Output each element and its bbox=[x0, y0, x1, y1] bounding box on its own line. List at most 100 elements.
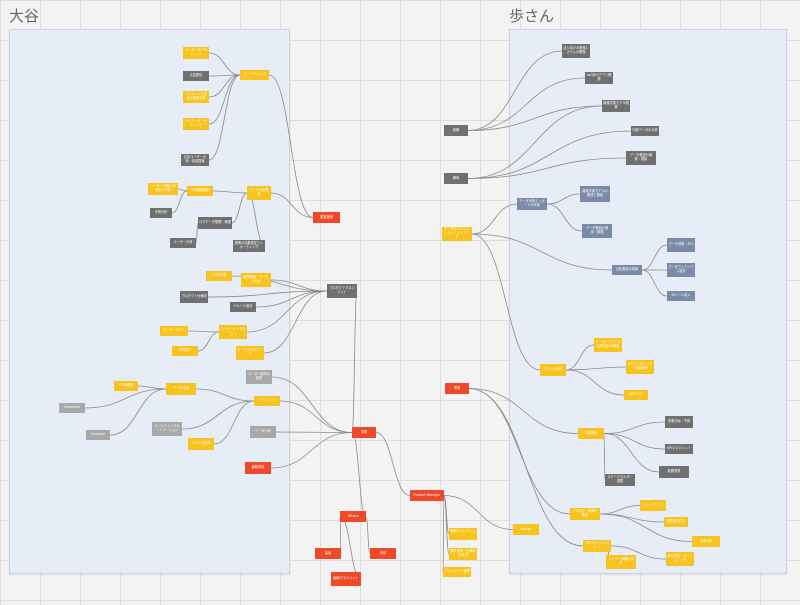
mindmap-node-r-b2[interactable]: 事業計画・予算 bbox=[665, 416, 693, 428]
mindmap-node-r-g2[interactable]: グロース施策 bbox=[540, 364, 566, 376]
mindmap-node-l-b1[interactable]: ユーザー動向の調査 bbox=[246, 370, 272, 384]
mindmap-node-l-s5[interactable]: ユーザーテスト bbox=[160, 326, 188, 336]
mindmap-node-l-m2[interactable]: 分析基盤構築 bbox=[187, 186, 213, 196]
mindmap-node-r-b1[interactable]: 事業推進 bbox=[578, 428, 604, 439]
mindmap-node-r-h1[interactable]: 経験 bbox=[444, 125, 468, 136]
mindmap-node-r-b6[interactable]: プロダクト戦略の策定 bbox=[570, 508, 600, 520]
mindmap-node-l-m1[interactable]: ユーザー行動の可視化と分析 bbox=[148, 183, 178, 195]
mindmap-node-l-b6[interactable]: マーケティングオートメーション bbox=[152, 422, 182, 436]
mindmap-node-r-b11[interactable]: ユーザー体験の設計 bbox=[606, 555, 636, 569]
mindmap-node-l-s1[interactable]: UI/UX改善 bbox=[206, 271, 232, 281]
mindmap-node-label: ABテスト bbox=[629, 392, 643, 397]
mindmap-node-l-s4[interactable]: ペルソナ設計 bbox=[230, 302, 256, 312]
mindmap-node-l-m7[interactable]: 施策の効果測定とレポーティング bbox=[233, 240, 265, 252]
mindmap-node-r-t3[interactable]: 機械学習モデル開発 bbox=[602, 100, 630, 112]
mindmap-node-r-t4[interactable]: 行動データの分析 bbox=[631, 126, 659, 136]
mindmap-node-l-top1[interactable]: ユーザーのプロフィール bbox=[183, 47, 209, 59]
connector-line bbox=[137, 385, 167, 390]
mindmap-node-l-b9[interactable]: データ分析 bbox=[250, 426, 276, 438]
mindmap-node-l-m5[interactable]: ログデータ整理・管理 bbox=[198, 217, 232, 229]
mindmap-node-l-top5[interactable]: 広告ユーザー分析・改善提案 bbox=[181, 154, 209, 166]
mindmap-node-label: 採用 bbox=[324, 550, 332, 555]
connector-line bbox=[351, 290, 358, 433]
connector-line bbox=[467, 105, 603, 131]
mindmap-node-l-b5[interactable]: HubSpot bbox=[86, 430, 110, 440]
mindmap-node-label: データ基盤の運用・管理 bbox=[585, 226, 609, 234]
mindmap-node-label: データドリブンな意思決定の推進 bbox=[595, 340, 621, 348]
left-panel bbox=[9, 29, 290, 574]
mindmap-node-l-top2[interactable]: 広告配信 bbox=[183, 71, 209, 81]
mindmap-node-c-center[interactable]: 事業 bbox=[352, 427, 376, 438]
mindmap-node-c-d3[interactable]: 組織マネジメント bbox=[331, 572, 361, 586]
mindmap-node-l-s6[interactable]: ユーザーインタビュー bbox=[219, 325, 247, 339]
connector-line bbox=[599, 505, 641, 515]
mindmap-node-r-t1[interactable]: 法人向けの業務システムの開発 bbox=[562, 44, 590, 58]
mindmap-node-r-m1[interactable]: データ分析とレポートの作成 bbox=[517, 198, 547, 210]
mindmap-node-label: 集客施策 bbox=[320, 214, 333, 219]
connector-line bbox=[599, 513, 693, 542]
mindmap-node-l-m4[interactable]: 予測分析 bbox=[150, 208, 172, 218]
connector-line bbox=[213, 400, 255, 445]
mindmap-node-l-s8[interactable]: サービスのグロース bbox=[236, 346, 264, 360]
mindmap-node-label: 競合調査・ポジショニング bbox=[667, 554, 693, 562]
mindmap-node-r-b8[interactable]: 優先順位付け bbox=[664, 517, 688, 527]
mindmap-node-l-b7[interactable]: メルマガ施策 bbox=[188, 438, 214, 450]
mindmap-node-label: ロードマップ bbox=[643, 502, 663, 507]
connector-line bbox=[443, 495, 450, 555]
mindmap-node-r-ml[interactable]: データサイエンティスト・エンジニア bbox=[442, 227, 472, 241]
mindmap-node-l-b8[interactable]: リテンション bbox=[254, 396, 280, 406]
connector-line bbox=[599, 513, 665, 523]
connector-line bbox=[467, 105, 603, 179]
mindmap-node-c-d2[interactable]: 育成 bbox=[370, 548, 396, 559]
mindmap-node-r-b10[interactable]: プロダクトマネジメント bbox=[583, 540, 611, 552]
mindmap-node-l-b2[interactable]: CRM施策 bbox=[114, 381, 138, 391]
mindmap-node-l-s7[interactable]: KPI設計 bbox=[172, 346, 198, 356]
mindmap-node-r-g3[interactable]: KPIモニタリングと改善提案 bbox=[626, 360, 654, 374]
mindmap-node-r-b5[interactable]: ステークホルダー調整 bbox=[605, 474, 635, 486]
mindmap-node-label: BIツール導入 bbox=[671, 293, 691, 298]
mindmap-node-l-b3[interactable]: データ活用 bbox=[166, 383, 196, 395]
mindmap-node-r-m3[interactable]: データ基盤の運用・管理 bbox=[582, 224, 612, 238]
mindmap-node-c-r4[interactable]: Design bbox=[513, 524, 539, 535]
mindmap-node-r-b7[interactable]: ロードマップ bbox=[640, 500, 666, 511]
mindmap-node-r-m7[interactable]: BIツール導入 bbox=[667, 291, 695, 301]
mindmap-node-c-r3[interactable]: プロジェクト管理 bbox=[443, 567, 471, 577]
mindmap-node-l-top4[interactable]: ハイパーターゲティング bbox=[183, 118, 209, 130]
mindmap-node-r-t5[interactable]: データ基盤の構築・運用 bbox=[626, 151, 656, 165]
mindmap-node-r-m5[interactable]: データ収集・ETL bbox=[667, 238, 695, 252]
mindmap-node-l-s3[interactable]: プロダクト仕様書 bbox=[180, 291, 208, 303]
mindmap-node-l-sHub[interactable]: プロダクトマネジメント bbox=[327, 284, 357, 298]
mindmap-node-l-s2[interactable]: 新規機能・サービス企画 bbox=[241, 273, 271, 287]
connector-line bbox=[207, 290, 328, 298]
connector-line bbox=[471, 203, 518, 235]
mindmap-node-r-m4[interactable]: 分析基盤の構築 bbox=[612, 265, 642, 275]
mindmap-node-l-top3[interactable]: リスティング広告の運用改善 bbox=[183, 91, 209, 103]
mindmap-node-l-m3[interactable]: データ分析基盤 bbox=[247, 186, 271, 200]
mindmap-node-r-g4[interactable]: ABテスト bbox=[624, 390, 648, 400]
mindmap-node-label: 法人向けの業務システムの開発 bbox=[563, 46, 589, 54]
mindmap-node-r-b3[interactable]: KPIマネジメント bbox=[665, 444, 693, 454]
mindmap-node-r-b9[interactable]: 市場分析 bbox=[692, 536, 720, 547]
mindmap-node-r-m6[interactable]: データウェアハウス設計 bbox=[667, 263, 695, 277]
mindmap-node-c-d1[interactable]: 採用 bbox=[315, 548, 341, 559]
mindmap-node-label: ユーザーのプロフィール bbox=[184, 48, 208, 56]
mindmap-node-r-t2[interactable]: toC向けアプリ開発 bbox=[585, 72, 613, 84]
mindmap-node-r-h2[interactable]: 興味 bbox=[444, 173, 468, 184]
mindmap-node-c-r2[interactable]: 要件定義・仕様書の作成 bbox=[449, 548, 477, 560]
mindmap-node-l-b10[interactable]: 顧客育成 bbox=[245, 462, 271, 474]
mindmap-node-r-red[interactable]: 事業 bbox=[445, 383, 469, 394]
mindmap-node-l-m6[interactable]: ユーザー分析 bbox=[170, 238, 196, 248]
mindmap-node-c-r1[interactable]: 開発ディレクション bbox=[449, 528, 477, 540]
mindmap-node-r-m2[interactable]: 機械学習モデルの開発と運用 bbox=[580, 186, 610, 202]
mindmap-node-l-redHub[interactable]: 集客施策 bbox=[313, 212, 340, 223]
connector-line bbox=[212, 190, 248, 194]
mindmap-node-c-right[interactable]: Product Manager bbox=[410, 490, 444, 501]
mindmap-node-r-b4[interactable]: 新規事業 bbox=[659, 466, 689, 478]
mindmap-node-r-g1[interactable]: データドリブンな意思決定の推進 bbox=[594, 338, 622, 352]
mindmap-node-r-b12[interactable]: 競合調査・ポジショニング bbox=[666, 552, 694, 566]
mindmap-node-l-b4[interactable]: Salesforce bbox=[59, 403, 85, 413]
mindmap-node-l-topHub[interactable]: マーケティング bbox=[240, 70, 269, 80]
mindmap-node-label: 新規事業 bbox=[667, 469, 681, 474]
connector-line bbox=[471, 233, 541, 371]
mindmap-node-c-down[interactable]: Others bbox=[340, 511, 366, 522]
